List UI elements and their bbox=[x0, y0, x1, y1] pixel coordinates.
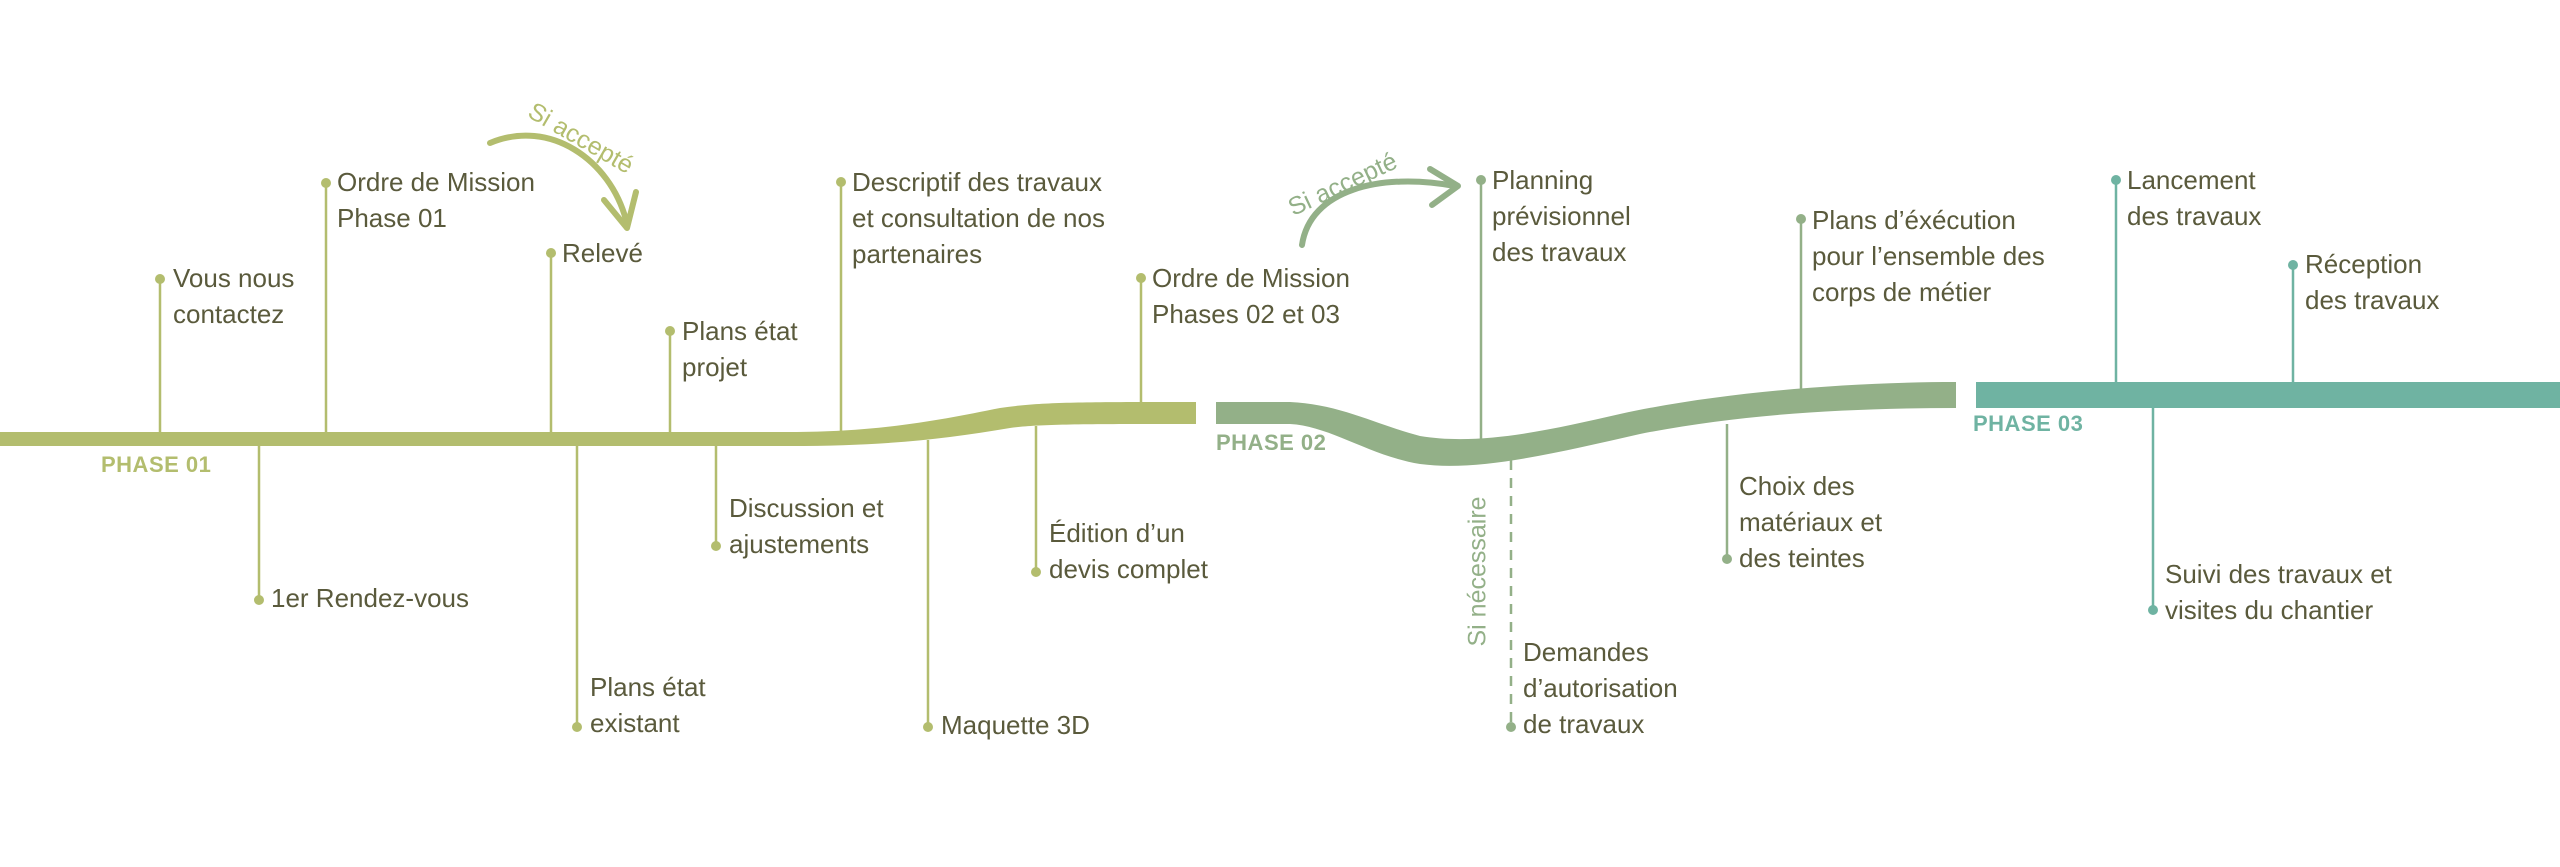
label-plans-etat-projet: Plans état projet bbox=[682, 316, 798, 382]
dot-planning bbox=[1476, 175, 1486, 185]
phase-02-label: PHASE 02 bbox=[1216, 430, 1327, 455]
label-reception: Réception des travaux bbox=[2305, 249, 2440, 315]
dot-rendez-vous bbox=[254, 595, 264, 605]
arrow-si-accepte-1 bbox=[487, 132, 639, 231]
dot-releve bbox=[546, 248, 556, 258]
label-demandes-autorisation: Demandes d’autorisation de travaux bbox=[1523, 637, 1678, 739]
dot-reception bbox=[2288, 260, 2298, 270]
si-necessaire-label: Si nécessaire bbox=[1463, 496, 1492, 647]
dot-discussion bbox=[711, 541, 721, 551]
phase-01-label: PHASE 01 bbox=[101, 452, 212, 477]
label-releve: Relevé bbox=[562, 238, 643, 268]
arrow-si-accepte-2 bbox=[1299, 166, 1461, 248]
phase-02-stems bbox=[1476, 175, 1806, 732]
dot-lancement bbox=[2111, 175, 2121, 185]
dot-plans-etat-existant bbox=[572, 722, 582, 732]
dot-descriptif bbox=[836, 177, 846, 187]
phase-01-band bbox=[0, 402, 1196, 446]
phase-03-stems bbox=[2111, 175, 2298, 615]
dot-plans-etat-projet bbox=[665, 326, 675, 336]
dot-edition-devis bbox=[1031, 567, 1041, 577]
phase-01-stems bbox=[155, 177, 1146, 434]
dot-demandes-autorisation bbox=[1506, 722, 1516, 732]
label-suivi: Suivi des travaux et visites du chantier bbox=[2165, 559, 2392, 625]
dot-maquette bbox=[923, 722, 933, 732]
label-ordre-mission-01: Ordre de Mission Phase 01 bbox=[337, 167, 535, 233]
label-plans-etat-existant: Plans état existant bbox=[590, 672, 706, 738]
label-choix-materiaux: Choix des matériaux et des teintes bbox=[1739, 471, 1883, 573]
label-lancement: Lancement des travaux bbox=[2127, 165, 2262, 231]
label-descriptif: Descriptif des travaux et consultation d… bbox=[852, 167, 1105, 269]
dot-suivi bbox=[2148, 605, 2158, 615]
label-maquette: Maquette 3D bbox=[941, 710, 1090, 740]
dot-ordre-mission-01 bbox=[321, 178, 331, 188]
dot-vous-nous-contactez bbox=[155, 274, 165, 284]
dot-ordre-mission-02-03 bbox=[1136, 273, 1146, 283]
dot-choix-materiaux bbox=[1722, 554, 1732, 564]
label-rendez-vous: 1er Rendez-vous bbox=[271, 583, 469, 613]
dot-plans-execution bbox=[1796, 214, 1806, 224]
phase-03-label: PHASE 03 bbox=[1973, 411, 2084, 436]
label-edition-devis: Édition d’un devis complet bbox=[1049, 518, 1208, 584]
label-vous-nous-contactez: Vous nous contactez bbox=[173, 263, 295, 329]
label-discussion: Discussion et ajustements bbox=[729, 493, 884, 559]
phase-03-band bbox=[1976, 382, 2560, 408]
phase-01-lower-stems bbox=[254, 426, 1041, 732]
label-ordre-mission-02-03: Ordre de Mission Phases 02 et 03 bbox=[1152, 263, 1350, 329]
label-plans-execution: Plans d’éxécution pour l’ensemble des co… bbox=[1812, 205, 2045, 307]
phase-02-band bbox=[1216, 382, 1956, 466]
label-planning: Planning prévisionnel des travaux bbox=[1492, 165, 1631, 267]
